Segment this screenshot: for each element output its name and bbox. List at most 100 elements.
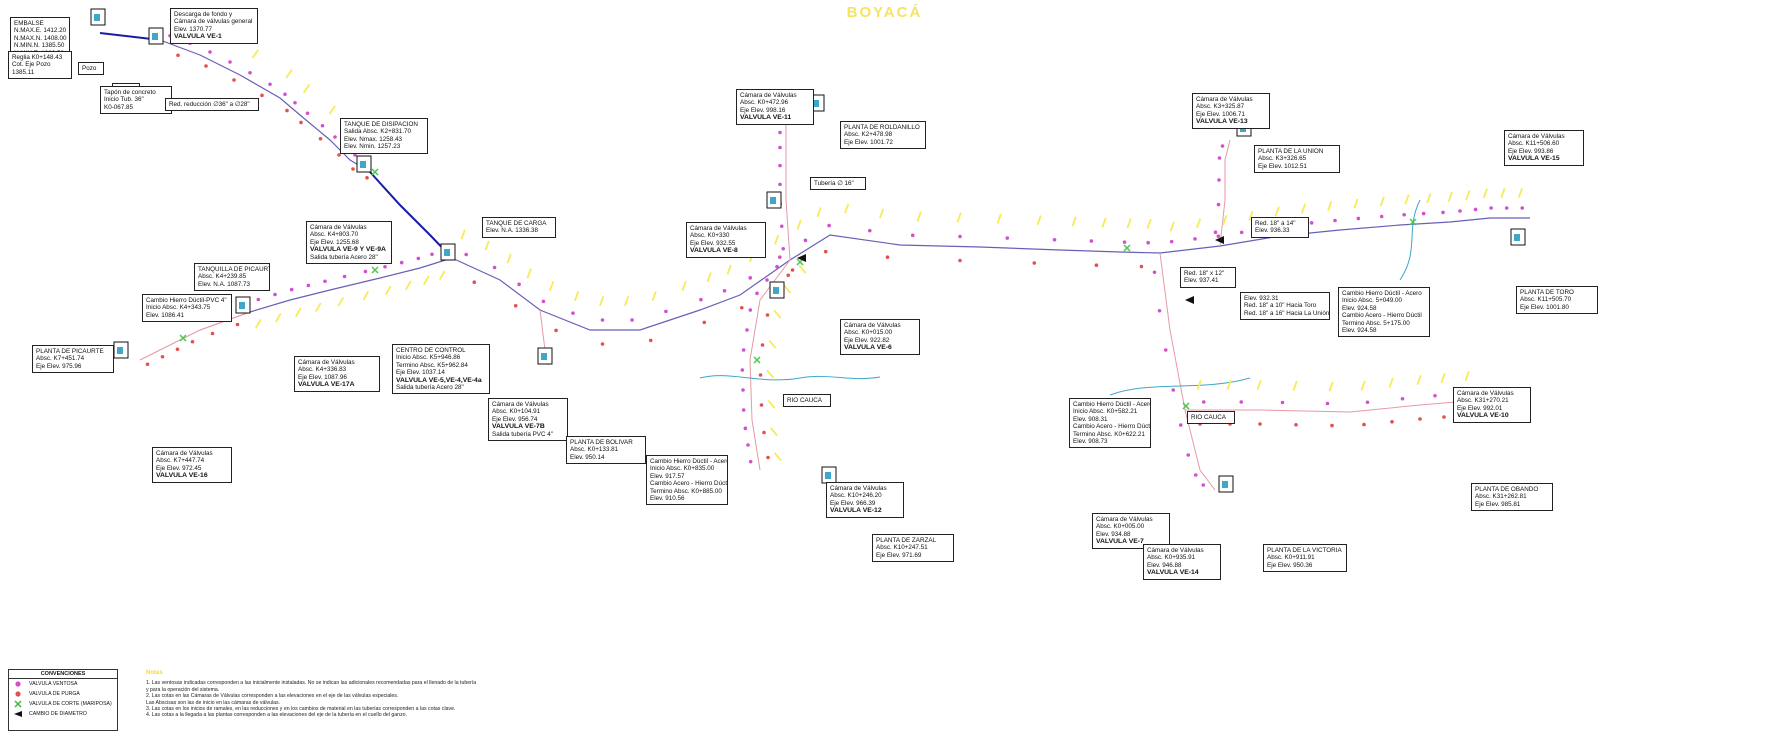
air-valve-marker (1178, 423, 1183, 427)
air-valve-marker (283, 92, 287, 97)
annotation-line: Elev. 1370.77 (174, 25, 213, 33)
air-valve-marker (1122, 240, 1127, 244)
purge-valve-marker (1094, 263, 1099, 268)
elevation-tag (1500, 187, 1506, 199)
legend-label: VALVULA DE CORTE (MARIPOSA) (29, 701, 112, 707)
valve-id-label: VALVULA VE-10 (1457, 412, 1509, 420)
purge-valve-marker (1258, 422, 1262, 426)
annotation-line: Absc. K10+247.51 (876, 544, 928, 552)
annotation-line: K0-067.85 (104, 103, 134, 111)
air-valve-marker (867, 228, 872, 233)
air-valve-marker (248, 70, 252, 75)
annotation-line: Elev. 932.31 (1244, 295, 1279, 302)
valve-id-label: VALVULA VE-13 (1196, 118, 1248, 126)
elevation-tag (549, 281, 555, 292)
legend-label: VALVULA DE PURGA (29, 691, 80, 697)
air-valve-marker (1325, 401, 1330, 406)
elevation-tag (1426, 193, 1432, 204)
annotation-line: Cámara de Válvulas (844, 322, 901, 329)
note-line: 4. Las cotas a la llegada a las plantas … (146, 712, 407, 719)
air-valve-marker (1217, 156, 1222, 160)
victoria-plant-icon-water (1222, 481, 1228, 488)
butterfly-valve-marker (1123, 244, 1131, 252)
annotation-line: Eje Elev. 972.45 (156, 464, 202, 472)
elevation-tag (1146, 218, 1152, 229)
air-valve-marker (1379, 214, 1384, 219)
air-valve-marker (1146, 240, 1150, 245)
purge-valve-marker (351, 167, 355, 171)
valve-id-label: VALVULA VE-6 (844, 344, 892, 352)
annotation-line: Elev. 908.31 (1073, 415, 1108, 423)
main-pipe-east (1159, 217, 1530, 254)
annotation-line: Red. 18" x 12" (1184, 270, 1225, 277)
annotation-line: Inicio Absc. K4+343.75 (146, 304, 211, 312)
drawing-title: BOYACÁ (846, 4, 923, 21)
chamber-icon-water (773, 287, 779, 294)
diameter-change-marker (1215, 236, 1224, 244)
air-valve-marker (1157, 308, 1162, 313)
air-valve-marker (305, 111, 310, 116)
air-valve-marker (778, 182, 782, 187)
purge-valve-marker (190, 339, 195, 344)
annotation-line: Eje Elev. 1001.80 (1520, 303, 1569, 311)
annotation-cambio-picaurte: Cambio Hierro Dúctil-PVC 4"Inicio Absc. … (142, 294, 232, 323)
legend: CONVENCIONES VALVULA VENTOSA VALVULA DE … (8, 669, 118, 731)
elevation-tag (1482, 188, 1488, 199)
purge-valve-marker (739, 305, 744, 310)
annotation-line: Elev. 950.14 (570, 453, 605, 461)
butterfly-valve-marker (179, 334, 187, 342)
annotation-line: PLANTA DE BOLIVAR (570, 439, 633, 446)
air-valve-marker (464, 252, 468, 257)
annotation-line: Eje Elev. 1255.68 (310, 238, 359, 246)
elevation-tag (1300, 203, 1307, 214)
valve-id-label: VALVULA VE-12 (830, 507, 882, 515)
purge-valve-icon (13, 690, 23, 698)
annotation-line: N.MAX.N. 1408.00 (14, 34, 67, 42)
purge-valve-marker (790, 268, 795, 272)
annotation-line: Absc. K11+505.70 (1520, 296, 1572, 304)
annotation-line: Elev. 946.88 (1147, 561, 1182, 569)
elevation-tag (766, 369, 775, 379)
elevation-tag (1440, 373, 1446, 384)
air-valve-marker (958, 234, 962, 239)
annotation-line: Eje Elev. 985.81 (1475, 500, 1521, 508)
annotation-line: Cambio Acero - Hierro Dúctil (1342, 312, 1422, 320)
zarzal-plant-icon-water (825, 472, 831, 479)
air-valve-marker (781, 246, 786, 251)
picaurte-tank-icon-water (239, 302, 245, 309)
elevation-tag (681, 281, 687, 292)
annotation-line: TANQUE DE CARGA (486, 220, 547, 227)
annotation-line: Cámara de Válvulas (298, 359, 355, 366)
annotation-line: Eje Elev. 966.39 (830, 499, 876, 507)
butterfly-valve-marker (1182, 402, 1190, 410)
air-valve-marker (1220, 144, 1225, 148)
river-cauca-line (1109, 377, 1251, 396)
annotation-line: Red. 18" a 10" Hacia Toro (1244, 302, 1317, 310)
air-valve-marker (910, 233, 915, 238)
purge-valve-marker (1362, 422, 1366, 427)
purge-valve-marker (765, 313, 770, 317)
annotation-line: RIO CAUCA (787, 397, 822, 404)
annotation-line: Absc. K3+326.65 (1258, 155, 1307, 163)
annotation-line: Salida tubería PVC 4" (492, 430, 554, 438)
annotation-line: Cámara de Válvulas (830, 485, 887, 492)
purge-valve-marker (760, 343, 765, 347)
annotation-line: Elev. Nmin. 1257.23 (344, 143, 401, 151)
elevation-tag (303, 83, 311, 94)
annotation-line: Cámara de Válvulas (1457, 390, 1514, 397)
air-valve-marker (1402, 212, 1406, 217)
elevation-tag (1222, 215, 1228, 226)
elevation-tag (774, 234, 780, 245)
air-valve-marker (228, 60, 232, 64)
purge-valve-marker (1139, 264, 1144, 269)
air-valve-marker (1163, 348, 1168, 352)
elevation-tag (295, 307, 302, 318)
annotation-line: Termino Absc. K0+885.00 (650, 487, 722, 495)
annotation-line: Absc. K0+911.91 (1267, 554, 1315, 562)
